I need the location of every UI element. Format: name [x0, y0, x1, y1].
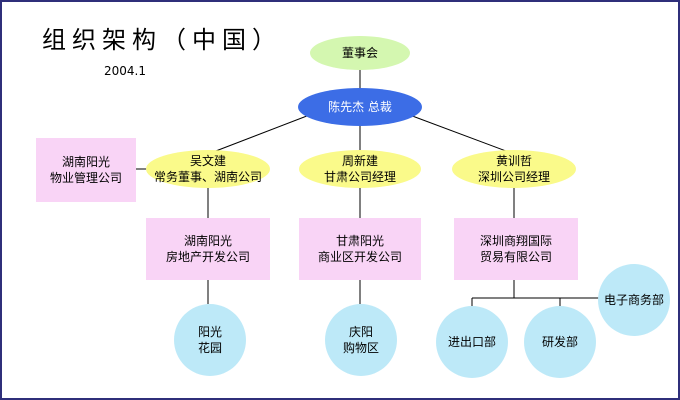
node-manager-zhou-name: 周新建: [341, 154, 378, 168]
node-company-gansu-line-2: 商业区开发公司: [317, 250, 402, 264]
node-manager-wu: 吴文建 常务董事、湖南公司: [146, 150, 270, 188]
node-company-shenzhen-line-1: 深圳商翔国际: [479, 234, 552, 248]
node-project-mall-line-1: 庆阳: [348, 325, 373, 339]
node-manager-huang-title: 深圳公司经理: [477, 170, 550, 184]
node-project-garden-line-2: 花园: [197, 341, 222, 355]
chart-date: 2004.1: [104, 64, 146, 78]
node-company-hunan-line-1: 湖南阳光: [183, 234, 232, 248]
node-company-gansu-line-1: 甘肃阳光: [335, 234, 384, 248]
node-manager-zhou-title: 甘肃公司经理: [323, 170, 396, 184]
connector-ceo-wu: [207, 113, 313, 155]
node-manager-wu-name: 吴文建: [189, 154, 226, 168]
node-board-label: 董事会: [341, 46, 378, 60]
node-manager-huang-name: 黄训哲: [495, 154, 532, 168]
node-project-garden-line-1: 阳光: [197, 325, 222, 339]
connector-ceo-huang: [406, 113, 515, 155]
node-dept-ecommerce: 电子商务部: [598, 264, 670, 336]
node-ceo: 陈先杰 总裁: [298, 88, 422, 126]
node-company-shenzhen: 深圳商翔国际 贸易有限公司: [454, 218, 578, 280]
node-dept-import-export: 进出口部: [436, 306, 508, 378]
node-dept-import-export-label: 进出口部: [447, 335, 496, 349]
node-project-garden: 阳光 花园: [174, 304, 246, 376]
node-dept-ecommerce-label: 电子商务部: [603, 293, 664, 307]
node-ceo-label: 陈先杰 总裁: [328, 100, 392, 114]
node-manager-zhou: 周新建 甘肃公司经理: [299, 150, 421, 188]
node-company-hunan: 湖南阳光 房地产开发公司: [146, 218, 270, 280]
node-manager-huang: 黄训哲 深圳公司经理: [452, 150, 576, 188]
node-property-line-1: 湖南阳光: [61, 155, 110, 169]
node-dept-rnd: 研发部: [524, 306, 596, 378]
node-property-line-2: 物业管理公司: [49, 171, 122, 185]
node-dept-rnd-label: 研发部: [541, 335, 578, 349]
node-project-mall-line-2: 购物区: [342, 341, 379, 355]
node-company-shenzhen-line-2: 贸易有限公司: [479, 250, 552, 264]
node-project-mall: 庆阳 购物区: [325, 304, 397, 376]
page-title: 组织架构（中国）: [42, 26, 282, 54]
node-property-management: 湖南阳光 物业管理公司: [36, 138, 136, 202]
node-company-hunan-line-2: 房地产开发公司: [165, 250, 250, 264]
node-board: 董事会: [310, 36, 410, 70]
node-manager-wu-title: 常务董事、湖南公司: [153, 170, 262, 184]
node-company-gansu: 甘肃阳光 商业区开发公司: [299, 218, 421, 280]
